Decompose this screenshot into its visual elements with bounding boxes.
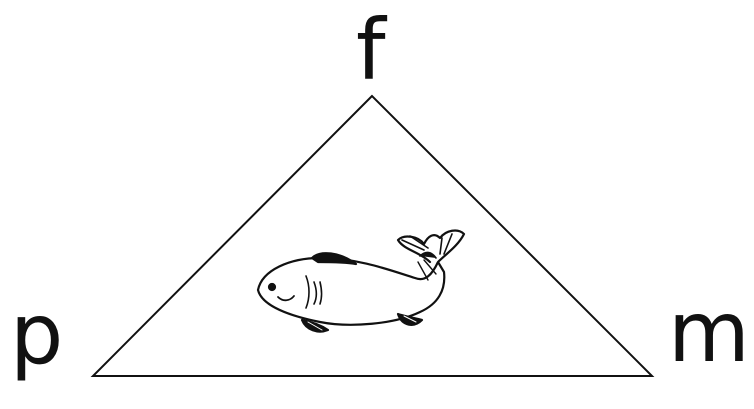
- triangle-shape: [93, 96, 652, 376]
- vertex-label-top: f: [356, 8, 386, 92]
- vertex-label-right: m: [668, 290, 750, 374]
- vertex-label-left: p: [10, 292, 63, 376]
- fish-icon: [258, 231, 464, 332]
